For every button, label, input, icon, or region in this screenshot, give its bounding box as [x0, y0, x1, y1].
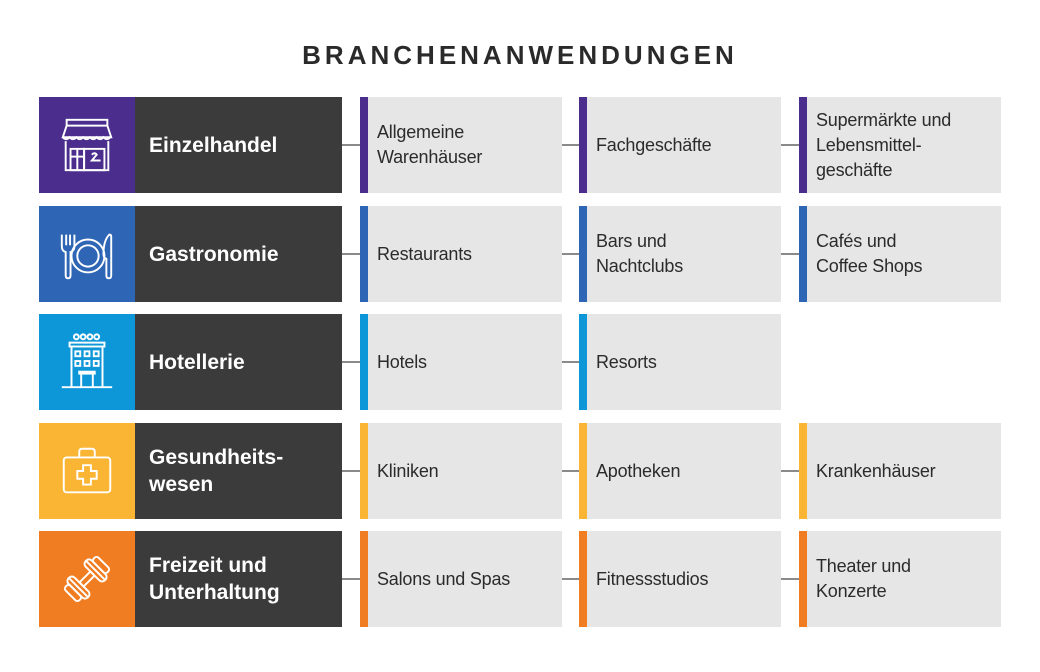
icon-box — [39, 206, 135, 302]
subcategory-label: Krankenhäuser — [816, 460, 936, 481]
connector-line — [342, 253, 360, 255]
category-label: Hotellerie — [135, 314, 342, 410]
category-label: Freizeit und Unterhaltung — [135, 531, 342, 627]
connector-line — [562, 578, 579, 580]
subcategory-label: Theater und Konzerte — [816, 556, 911, 601]
subcategory-card: Krankenhäuser — [799, 423, 1001, 519]
connector-line — [342, 144, 360, 146]
accent-bar — [579, 531, 587, 627]
connector-line — [562, 361, 579, 363]
subcategory-label: Supermärkte und Lebensmittel- geschäfte — [816, 109, 952, 180]
accent-bar — [579, 314, 587, 410]
connector-line — [781, 470, 799, 472]
category-label: Gastronomie — [135, 206, 342, 302]
accent-bar — [799, 206, 807, 302]
subcategory-label: Fachgeschäfte — [596, 134, 712, 155]
accent-bar — [799, 531, 807, 627]
row-einzelhandel: Einzelhandel Allgemeine Warenhäuser Fach… — [39, 97, 1001, 193]
subcategory-label: Kliniken — [377, 460, 439, 481]
connector-line — [562, 253, 579, 255]
dumbbell-icon — [63, 555, 111, 603]
connector-line — [342, 578, 360, 580]
row-gastronomie: Gastronomie Restaurants Bars und Nachtcl… — [39, 206, 1001, 302]
row-gesundheitswesen: Gesundheits- wesen Kliniken Apotheken Kr… — [39, 423, 1001, 519]
icon-box — [39, 423, 135, 519]
subcategory-card: Hotels — [360, 314, 562, 410]
subcategory-card: Apotheken — [579, 423, 781, 519]
accent-bar — [579, 206, 587, 302]
accent-bar — [360, 423, 368, 519]
accent-bar — [799, 423, 807, 519]
subcategory-label: Fitnessstudios — [596, 568, 709, 589]
subcategory-label: Allgemeine Warenhäuser — [377, 122, 483, 167]
subcategory-card: Supermärkte und Lebensmittel- geschäfte — [799, 97, 1001, 193]
connector-line — [562, 470, 579, 472]
subcategory-label: Hotels — [377, 351, 427, 372]
connector-line — [342, 361, 360, 363]
plate-fork-knife-icon — [60, 233, 113, 280]
subcategory-card: Fitnessstudios — [579, 531, 781, 627]
subcategory-label: Restaurants — [377, 243, 472, 264]
subcategory-card: Restaurants — [360, 206, 562, 302]
accent-bar — [360, 531, 368, 627]
connector-line — [781, 253, 799, 255]
subcategory-label: Cafés und Coffee Shops — [816, 231, 923, 276]
diagram-title: BRANCHENANWENDUNGEN — [302, 40, 738, 70]
accent-bar — [360, 314, 368, 410]
subcategory-card: Salons und Spas — [360, 531, 562, 627]
accent-bar — [360, 206, 368, 302]
subcategory-card: Cafés und Coffee Shops — [799, 206, 1001, 302]
connector-line — [781, 144, 799, 146]
storefront-icon — [61, 118, 113, 172]
subcategory-card: Resorts — [579, 314, 781, 410]
subcategory-label: Bars und Nachtclubs — [596, 231, 684, 276]
connector-line — [342, 470, 360, 472]
subcategory-card: Bars und Nachtclubs — [579, 206, 781, 302]
icon-box — [39, 531, 135, 627]
hotel-building-icon — [61, 333, 113, 389]
subcategory-card: Fachgeschäfte — [579, 97, 781, 193]
icon-box — [39, 314, 135, 410]
subcategory-label: Salons und Spas — [377, 568, 511, 589]
row-hotellerie: Hotellerie Hotels Resorts — [39, 314, 1001, 410]
subcategory-card: Allgemeine Warenhäuser — [360, 97, 562, 193]
first-aid-kit-icon — [62, 447, 112, 494]
accent-bar — [579, 423, 587, 519]
accent-bar — [579, 97, 587, 193]
connector-line — [562, 144, 579, 146]
category-label: Gesundheits- wesen — [135, 423, 342, 519]
subcategory-card: Kliniken — [360, 423, 562, 519]
row-freizeit-unterhaltung: Freizeit und Unterhaltung Salons und Spa… — [39, 531, 1001, 627]
subcategory-label: Apotheken — [596, 460, 681, 481]
accent-bar — [360, 97, 368, 193]
connector-line — [781, 578, 799, 580]
subcategory-label: Resorts — [596, 351, 657, 372]
accent-bar — [799, 97, 807, 193]
subcategory-card: Theater und Konzerte — [799, 531, 1001, 627]
category-label: Einzelhandel — [135, 97, 342, 193]
icon-box — [39, 97, 135, 193]
